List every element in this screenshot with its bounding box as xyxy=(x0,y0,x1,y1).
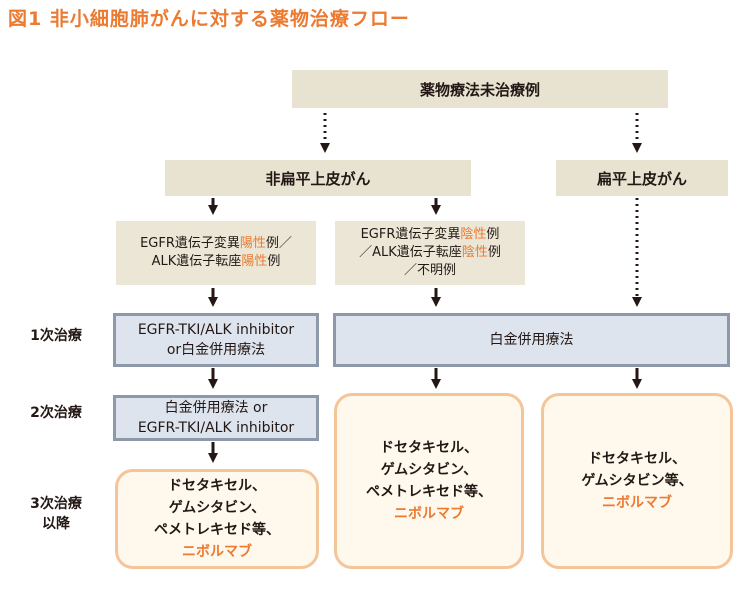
squamous-box: 扁平上皮がん xyxy=(556,160,728,196)
second-line-label: 2次治療 xyxy=(30,405,82,421)
negative-line3: ／不明例 xyxy=(403,263,456,278)
untreated-label: 薬物療法未治療例 xyxy=(419,80,540,99)
figure-title: 図1 非小細胞肺がんに対する薬物治療フロー xyxy=(8,8,410,30)
nonsquamous-box: 非扁平上皮がん xyxy=(165,160,471,196)
third-left-box: ドセタキセル、 ゲムシタビン、 ペメトレキセド等、 ニボルマブ xyxy=(115,469,319,569)
later-mid-box: ドセタキセル、 ゲムシタビン、 ペメトレキセド等、 ニボルマブ xyxy=(334,393,524,569)
second-left-line2: EGFR-TKI/ALK inhibitor xyxy=(137,420,295,436)
positive-box: EGFR遺伝子変異陽性例／ ALK遺伝子転座陽性例 xyxy=(116,221,316,285)
squamous-label: 扁平上皮がん xyxy=(596,169,687,188)
negative-line2: ／ALK遺伝子転座陰性例 xyxy=(359,245,501,260)
positive-line1: EGFR遺伝子変異陽性例／ xyxy=(140,236,292,251)
untreated-box: 薬物療法未治療例 xyxy=(292,70,668,108)
second-left-line1: 白金併用療法 or xyxy=(164,400,268,416)
nivolumab-label: ニボルマブ xyxy=(182,544,252,560)
second-left-box: 白金併用療法 or EGFR-TKI/ALK inhibitor xyxy=(113,395,319,441)
negative-box: EGFR遺伝子変異陰性例 ／ALK遺伝子転座陰性例 ／不明例 xyxy=(335,221,525,285)
later-right-box: ドセタキセル、 ゲムシタビン等、 ニボルマブ xyxy=(541,393,733,569)
first-left-box: EGFR-TKI/ALK inhibitor or白金併用療法 xyxy=(113,313,319,367)
nivolumab-label: ニボルマブ xyxy=(394,506,464,522)
positive-line2: ALK遺伝子転座陽性例 xyxy=(151,254,281,269)
first-left-line1: EGFR-TKI/ALK inhibitor xyxy=(137,322,295,338)
nivolumab-label: ニボルマブ xyxy=(602,495,672,511)
nonsquamous-label: 非扁平上皮がん xyxy=(265,169,371,188)
first-right-box: 白金併用療法 xyxy=(333,313,730,367)
first-right-label: 白金併用療法 xyxy=(489,332,574,348)
first-left-line2: or白金併用療法 xyxy=(166,342,266,358)
negative-line1: EGFR遺伝子変異陰性例 xyxy=(360,227,500,242)
first-line-label: 1次治療 xyxy=(30,328,82,344)
third-line-label: 3次治療 以降 xyxy=(30,496,82,532)
